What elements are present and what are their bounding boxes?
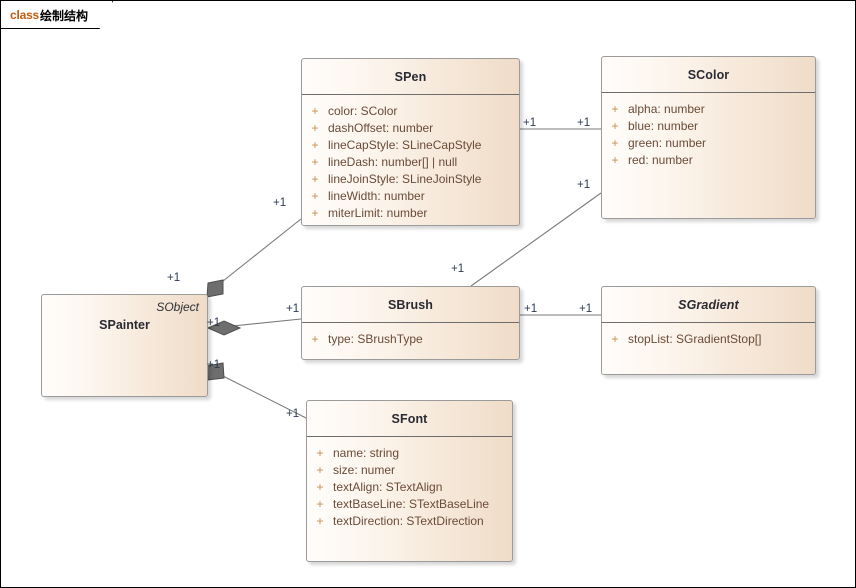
attribute-text: alpha: number [628,102,705,116]
composition-diamond-spen [206,279,224,298]
attribute-text: lineCapStyle: SLineCapStyle [328,138,482,152]
attribute-row: + textAlign: STextAlign [307,479,512,496]
multiplicity-label: +1 [207,359,221,371]
attribute-row: + green: number [602,135,815,152]
multiplicity-label: +1 [577,117,591,129]
attribute-row: + miterLimit: number [302,205,519,222]
attribute-row: + lineJoinStyle: SLineJoinStyle [302,171,519,188]
class-box-sgradient[interactable]: SGradient + stopList: SGradientStop[] [601,286,816,375]
attribute-visibility: + [316,446,324,460]
attribute-text: blue: number [628,119,699,133]
attribute-row: + dashOffset: number [302,120,519,137]
class-attributes-scolor: + alpha: number + blue: number + green: … [602,93,815,177]
frame-tab [1,1,113,29]
multiplicity-label: +1 [524,303,538,315]
frame-tab-label: class 绘制结构 [1,1,113,29]
attribute-visibility: + [311,189,319,203]
class-box-sfont[interactable]: SFont + name: string + size: numer + tex… [306,400,513,562]
attribute-row: + type: SBrushType [302,331,519,348]
class-header-sbrush: SBrush [302,287,519,323]
connector-painter-spen [212,218,302,290]
class-header-scolor: SColor [602,57,815,93]
attribute-visibility: + [311,155,319,169]
attribute-row: + blue: number [602,118,815,135]
attribute-visibility: + [311,172,319,186]
multiplicity-label: +1 [523,117,537,129]
attribute-visibility: + [611,332,619,346]
attribute-row: + color: SColor [302,103,519,120]
attribute-visibility: + [611,102,619,116]
attribute-text: name: string [333,446,400,460]
class-stereotype-sobject: SObject [156,300,199,314]
class-attributes-sbrush: + type: SBrushType [302,323,519,356]
multiplicity-label: +1 [579,303,593,315]
attribute-text: textDirection: STextDirection [333,514,484,528]
attribute-row: + red: number [602,152,815,169]
attribute-visibility: + [311,206,319,220]
attribute-visibility: + [311,332,319,346]
attribute-text: textBaseLine: STextBaseLine [333,497,490,511]
class-box-sbrush[interactable]: SBrush + type: SBrushType [301,286,520,360]
attribute-visibility: + [316,480,324,494]
attribute-text: lineDash: number[] | null [328,155,458,169]
attribute-visibility: + [611,136,619,150]
attribute-text: lineWidth: number [328,189,425,203]
class-header-sgradient: SGradient [602,287,815,323]
attribute-visibility: + [611,153,619,167]
multiplicity-label: +1 [286,408,300,420]
attribute-text: color: SColor [328,104,398,118]
frame-title: 绘制结构 [40,8,89,23]
attribute-row: + size: numer [307,462,512,479]
class-attributes-sgradient: + stopList: SGradientStop[] [602,323,815,356]
attribute-text: miterLimit: number [328,206,428,220]
multiplicity-label: +1 [451,263,465,275]
attribute-visibility: + [316,463,324,477]
attribute-text: size: numer [333,463,396,477]
class-box-spen[interactable]: SPen + color: SColor + dashOffset: numbe… [301,58,520,226]
class-box-spainter[interactable]: SObject SPainter [41,294,208,397]
class-name-spainter: SPainter [99,318,150,332]
attribute-visibility: + [316,514,324,528]
class-header-spen: SPen [302,59,519,95]
attribute-text: red: number [628,153,693,167]
class-name-spen: SPen [394,69,427,84]
attribute-row: + lineCapStyle: SLineCapStyle [302,137,519,154]
attribute-text: green: number [628,136,707,150]
multiplicity-label: +1 [167,272,181,284]
attribute-visibility: + [311,121,319,135]
attribute-visibility: + [316,497,324,511]
attribute-visibility: + [611,119,619,133]
attribute-visibility: + [311,138,319,152]
attribute-text: dashOffset: number [328,121,434,135]
connector-painter-sbrush [222,318,302,328]
attribute-visibility: + [311,104,319,118]
class-attributes-sfont: + name: string + size: numer + textAlign… [307,437,512,538]
attribute-row: + textDirection: STextDirection [307,513,512,530]
attribute-row: + lineDash: number[] | null [302,154,519,171]
class-box-scolor[interactable]: SColor + alpha: number + blue: number + … [601,56,816,219]
class-attributes-spen: + color: SColor + dashOffset: number + l… [302,95,519,225]
class-name-scolor: SColor [687,67,730,82]
multiplicity-label: +1 [577,179,591,191]
class-name-sfont: SFont [391,411,428,426]
attribute-text: textAlign: STextAlign [333,480,443,494]
multiplicity-label: +1 [286,303,300,315]
multiplicity-label: +1 [273,197,287,209]
attribute-text: stopList: SGradientStop[] [628,332,762,346]
attribute-row: + lineWidth: number [302,188,519,205]
class-header-sfont: SFont [307,401,512,437]
class-name-sgradient: SGradient [678,297,739,312]
attribute-text: lineJoinStyle: SLineJoinStyle [328,172,482,186]
attribute-row: + textBaseLine: STextBaseLine [307,496,512,513]
attribute-row: + stopList: SGradientStop[] [602,331,815,348]
multiplicity-label: +1 [207,317,221,329]
attribute-row: + alpha: number [602,101,815,118]
attribute-text: type: SBrushType [328,332,423,346]
frame-keyword: class [10,8,40,22]
attribute-row: + name: string [307,445,512,462]
class-name-sbrush: SBrush [387,297,434,312]
